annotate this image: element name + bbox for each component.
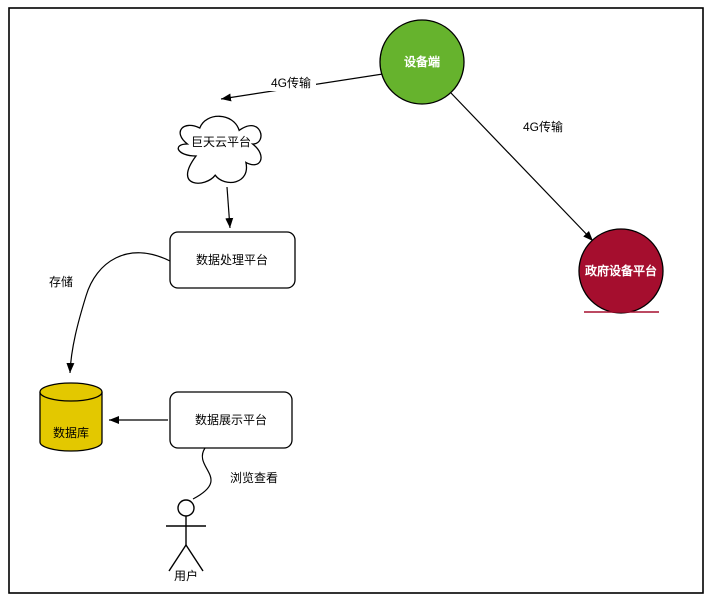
user-leg-left	[168, 544, 187, 572]
edge-label-bg	[227, 470, 281, 486]
edge-label-user-to-display: 浏览查看	[230, 470, 278, 485]
node-database-body[interactable]	[39, 392, 103, 452]
edge-user-to-display[interactable]	[192, 447, 212, 500]
node-database-top[interactable]	[39, 382, 103, 402]
node-user[interactable]	[166, 499, 206, 572]
node-data-processing[interactable]	[169, 231, 296, 289]
node-data-display-label: 数据展示平台	[195, 412, 267, 427]
node-data-processing-label: 数据处理平台	[196, 252, 268, 267]
edge-label-bg	[44, 274, 78, 290]
node-cloud-platform[interactable]	[177, 115, 262, 184]
edge-label-bg	[266, 75, 316, 91]
node-device-label: 设备端	[404, 54, 440, 69]
edge-cloud-to-processing[interactable]	[225, 186, 234, 229]
edge-label-device-to-gov: 4G传输	[523, 119, 563, 134]
user-leg-right	[185, 544, 204, 572]
page-border	[8, 7, 704, 594]
user-head	[177, 499, 195, 517]
node-device[interactable]	[379, 19, 465, 105]
edge-label-device-to-cloud: 4G传输	[271, 75, 311, 90]
edge-label-processing-to-database: 存储	[49, 274, 73, 289]
edge-processing-to-database[interactable]	[66, 252, 171, 374]
node-gov-platform-label: 政府设备平台	[585, 263, 657, 278]
node-data-display[interactable]	[169, 391, 293, 449]
edge-label-bg	[518, 119, 568, 135]
edge-device-to-gov[interactable]	[450, 92, 594, 242]
node-database-label: 数据库	[53, 425, 89, 440]
node-user-label: 用户	[174, 568, 198, 583]
node-cloud-platform-label: 巨天云平台	[191, 134, 251, 149]
node-gov-platform[interactable]	[578, 228, 664, 314]
